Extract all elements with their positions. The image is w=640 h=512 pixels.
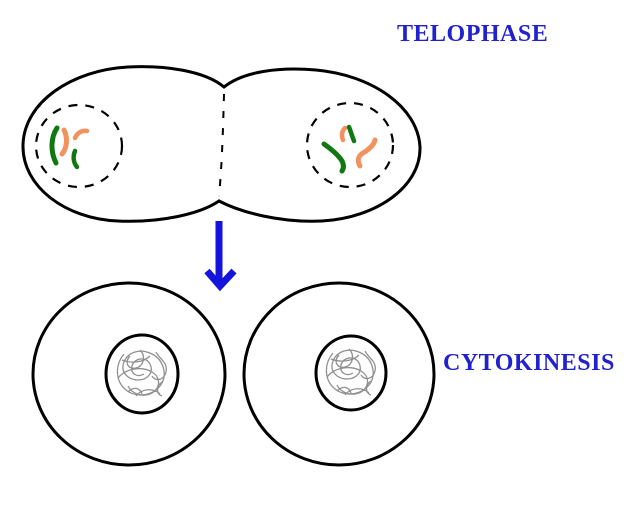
- left-chromatin-scribble: [116, 349, 167, 397]
- chromosome-green-small: [71, 148, 80, 170]
- right-nuclear-envelope-dashed: [305, 101, 395, 189]
- cytokinesis-daughter-cells: [31, 281, 436, 467]
- right-chromatin-scribble: [325, 348, 376, 396]
- left-daughter-nucleus: [104, 333, 180, 415]
- cleavage-furrow-dashed-line: [218, 93, 225, 197]
- chromosome-orange-small: [72, 128, 90, 141]
- right-daughter-nucleus: [314, 334, 388, 412]
- right-cell-membrane: [217, 67, 422, 223]
- right-daughter-cell: [242, 281, 436, 467]
- left-daughter-cell-membrane: [31, 281, 227, 467]
- arrow-head: [204, 268, 237, 292]
- chromosome-orange-small: [339, 125, 348, 143]
- chromosome-orange-large: [59, 127, 69, 157]
- cytokinesis-label: CYTOKINESIS: [443, 350, 615, 376]
- chromosome-orange-large: [355, 137, 378, 169]
- chromosome-green-large: [321, 141, 346, 174]
- right-nucleus-chromosomes: [321, 124, 378, 174]
- down-arrow-icon: [204, 221, 237, 292]
- telophase-dividing-cell: [21, 65, 422, 223]
- left-daughter-cell: [31, 281, 227, 467]
- left-nucleus-chromosomes: [49, 125, 90, 170]
- left-cell-membrane: [21, 65, 226, 223]
- right-daughter-cell-membrane: [242, 281, 436, 467]
- chromosome-green-small: [346, 124, 357, 144]
- chromosome-green-large: [49, 125, 60, 166]
- telophase-label: TELOPHASE: [397, 21, 549, 47]
- left-nuclear-envelope-dashed: [34, 103, 124, 189]
